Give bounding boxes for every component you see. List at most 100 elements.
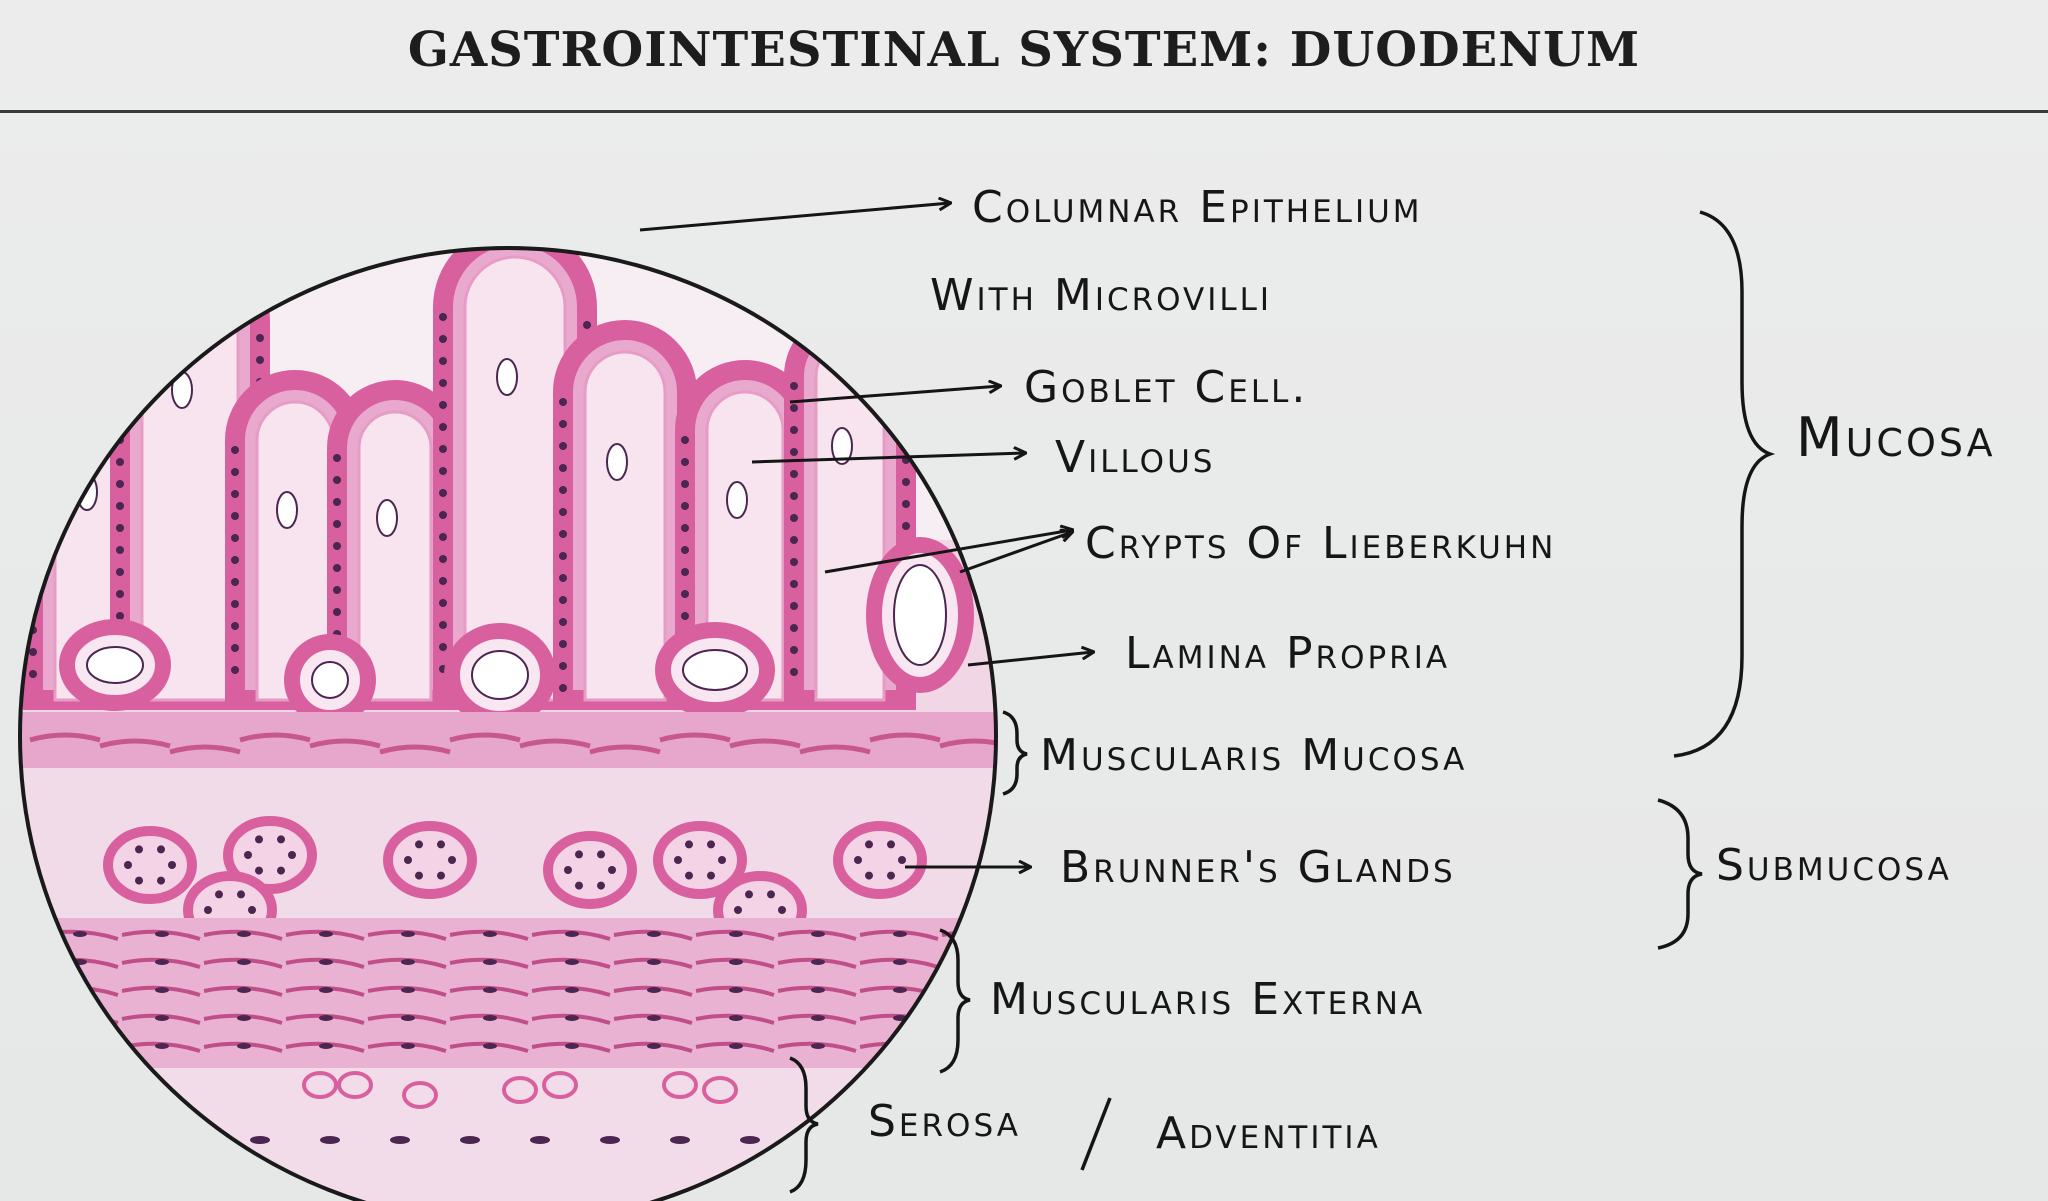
epithelial-nucleus (681, 524, 689, 532)
muscle-fiber (379, 744, 451, 755)
muscle-nucleus (401, 1015, 415, 1021)
gland-nucleus (124, 861, 132, 869)
epithelial-nucleus (902, 412, 910, 420)
muscle-nucleus (893, 931, 907, 937)
muscularis-externa-fibers (39, 929, 996, 1053)
micrograph-outline (18, 246, 998, 1201)
muscle-nucleus (729, 959, 743, 965)
brace-muscularis-externa (939, 928, 971, 1074)
label-submucosa: Submucosa (1716, 840, 1952, 891)
epithelial-nucleus (681, 480, 689, 488)
serosa-nucleus (530, 1136, 550, 1144)
epithelial-nucleus (231, 600, 239, 608)
villi-layer (23, 248, 916, 710)
gland-nucleus (865, 840, 873, 849)
brace-mucosa (1673, 210, 1776, 758)
label-brunners-glands: Brunner's Glands (1060, 842, 1456, 893)
epithelial-nucleus (116, 326, 124, 334)
muscle-fiber (39, 1013, 119, 1025)
label-with-microvilli: With Microvilli (930, 270, 1272, 321)
epithelial-nucleus (29, 450, 37, 458)
epithelial-nucleus (559, 552, 567, 560)
epithelial-nucleus (116, 612, 124, 620)
epithelial-nucleus (681, 436, 689, 444)
muscle-fiber (169, 744, 241, 755)
gland-nucleus (215, 890, 223, 899)
muscle-nucleus (729, 1015, 743, 1021)
epithelial-nucleus (333, 476, 341, 484)
epithelial-nucleus (790, 536, 798, 544)
gland-nucleus (135, 876, 143, 885)
epithelial-nucleus (790, 448, 798, 456)
label-goblet-cell: Goblet Cell. (1024, 362, 1308, 413)
epithelial-nucleus (902, 522, 910, 530)
epithelial-nucleus (29, 538, 37, 546)
epithelial-nucleus (116, 348, 124, 356)
gland-nucleus (255, 866, 263, 875)
serosa-nucleus (250, 1136, 270, 1144)
epithelial-nucleus (29, 670, 37, 678)
title-divider (0, 110, 2048, 113)
epithelial-nucleus (439, 489, 447, 497)
epithelial-nucleus (559, 596, 567, 604)
arrow-crypts-1 (824, 530, 1072, 574)
serosa-cell (402, 1081, 438, 1109)
epithelial-nucleus (439, 379, 447, 387)
goblet-cell (496, 358, 518, 396)
gland-nucleus (767, 890, 775, 899)
arrow-villous (751, 453, 1025, 464)
epithelial-nucleus (439, 577, 447, 585)
serosa-cell (702, 1076, 738, 1104)
muscle-nucleus (893, 987, 907, 993)
epithelial-nucleus (790, 668, 798, 676)
epithelial-nucleus (333, 498, 341, 506)
muscle-fiber (99, 738, 171, 749)
epithelial-nucleus (256, 356, 264, 364)
serosa-nucleus (670, 1136, 690, 1144)
epithelial-nucleus (231, 556, 239, 564)
gland-nucleus (734, 906, 742, 914)
muscle-fiber (941, 1041, 996, 1053)
gland-nucleus (707, 840, 715, 849)
brunner-gland (653, 821, 747, 899)
muscle-nucleus (73, 1043, 87, 1049)
epithelial-nucleus (681, 568, 689, 576)
micrograph (18, 246, 998, 1201)
muscle-fiber (939, 738, 996, 749)
epithelial-nucleus (559, 442, 567, 450)
muscle-nucleus (729, 931, 743, 937)
epithelial-nucleus (790, 426, 798, 434)
crypt-lumen (311, 661, 349, 699)
muscle-nucleus (975, 1043, 989, 1049)
epithelial-nucleus (681, 612, 689, 620)
epithelial-nucleus (790, 514, 798, 522)
epithelial-nucleus (559, 508, 567, 516)
label-lamina-propria: Lamina Propria (1125, 628, 1450, 679)
gland-nucleus (707, 871, 715, 880)
goblet-cell (726, 481, 748, 519)
brunner-gland (833, 821, 927, 899)
muscle-nucleus (975, 1015, 989, 1021)
label-adventitia: Adventitia (1156, 1108, 1381, 1159)
muscle-fiber (309, 738, 381, 749)
serosa-nucleus (460, 1136, 480, 1144)
muscle-fiber (799, 744, 871, 755)
gland-nucleus (575, 881, 583, 890)
epithelial-nucleus (681, 502, 689, 510)
muscle-fiber (519, 738, 591, 749)
brace-muscularis-mucosa (1002, 710, 1028, 796)
serosa-nucleus (320, 1136, 340, 1144)
brunner-gland (383, 821, 477, 899)
pointer-arrows (639, 203, 1093, 867)
muscle-nucleus (975, 959, 989, 965)
muscle-nucleus (319, 987, 333, 993)
muscle-nucleus (647, 1015, 661, 1021)
muscle-nucleus (483, 1015, 497, 1021)
crypt-lumen (86, 646, 144, 684)
muscle-nucleus (565, 1015, 579, 1021)
muscle-nucleus (483, 1043, 497, 1049)
epithelial-nucleus (790, 404, 798, 412)
label-muscularis-externa: Muscularis Externa (990, 974, 1425, 1025)
epithelial-nucleus (439, 335, 447, 343)
muscularis-mucosa-band (20, 712, 996, 768)
